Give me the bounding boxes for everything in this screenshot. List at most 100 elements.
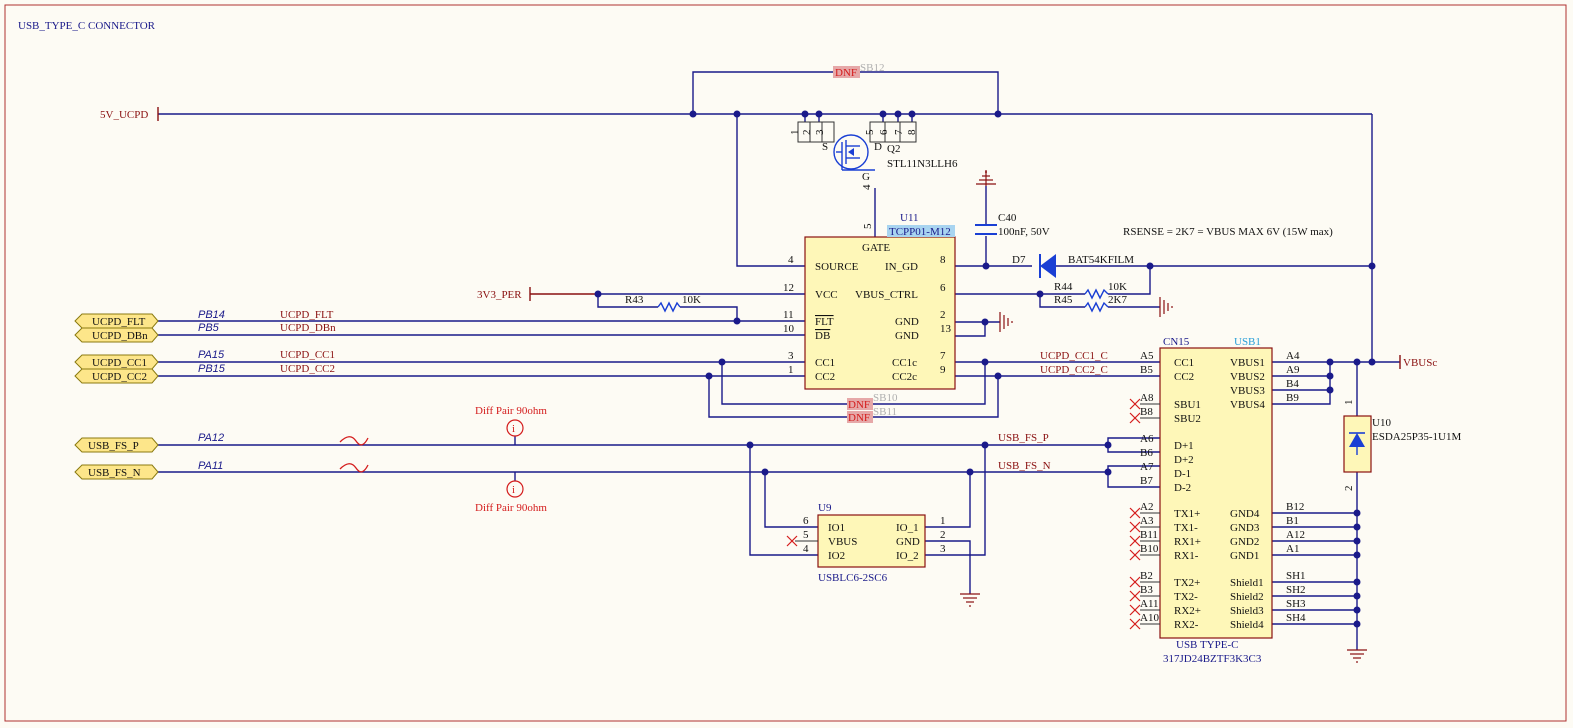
cn15-pin-number: B1	[1286, 515, 1299, 527]
u9-esd-protection: U9 USBLC6-2SC6 IO1 VBUS IO2 IO_1 GND IO_…	[786, 502, 946, 584]
svg-text:2: 2	[1343, 486, 1355, 492]
cn15-pin-number: A7	[1140, 461, 1154, 473]
cn15-pin-number: A9	[1286, 364, 1300, 376]
svg-text:USB_FS_P: USB_FS_P	[88, 440, 139, 452]
svg-text:VBUS: VBUS	[828, 536, 857, 548]
svg-text:USBLC6-2SC6: USBLC6-2SC6	[818, 572, 888, 584]
cn15-pin-number: SH3	[1286, 598, 1306, 610]
d7-diode: D7 BAT54KFILM	[1012, 254, 1134, 278]
svg-text:1: 1	[940, 515, 946, 527]
svg-text:317JD24BZTF3K3C3: 317JD24BZTF3K3C3	[1163, 653, 1262, 665]
svg-text:IN_GD: IN_GD	[885, 261, 918, 273]
svg-text:DNF: DNF	[848, 412, 870, 424]
svg-text:2: 2	[940, 309, 946, 321]
svg-text:8: 8	[906, 129, 918, 135]
svg-text:CC2: CC2	[815, 371, 835, 383]
c40-capacitor: C40 100nF, 50V	[975, 212, 1050, 238]
svg-text:GND: GND	[895, 330, 919, 342]
cn15-pin-name: RX2-	[1174, 619, 1199, 631]
svg-text:VCC: VCC	[815, 289, 838, 301]
power-port-vbusc: VBUSc	[1399, 355, 1437, 369]
svg-text:DNF: DNF	[835, 67, 857, 79]
svg-text:IO_1: IO_1	[896, 522, 919, 534]
svg-text:IO2: IO2	[828, 550, 845, 562]
cn15-pin-number: A11	[1140, 598, 1159, 610]
svg-text:2: 2	[801, 130, 813, 136]
cn15-pin-name: GND3	[1230, 522, 1260, 534]
svg-text:CN15: CN15	[1163, 336, 1190, 348]
svg-text:G: G	[862, 171, 870, 183]
svg-text:R43: R43	[625, 294, 644, 306]
cn15-pin-number: B10	[1140, 543, 1159, 555]
svg-text:PA15: PA15	[198, 349, 225, 361]
svg-text:i: i	[512, 484, 515, 496]
svg-text:C40: C40	[998, 212, 1017, 224]
cn15-pin-number: B12	[1286, 501, 1304, 513]
cn15-pin-number: A10	[1140, 612, 1159, 624]
svg-text:11: 11	[783, 309, 794, 321]
svg-text:CC1: CC1	[815, 357, 835, 369]
cn15-pin-number: SH4	[1286, 612, 1306, 624]
cn15-pin-number: A2	[1140, 501, 1153, 513]
q2-mosfet: 1 2 3 5 6 7 8 S D G 4 Q2 STL11N3LLH6	[789, 121, 958, 190]
gnd-icon-usb	[1347, 649, 1367, 663]
cn15-pin-number: A5	[1140, 350, 1154, 362]
port-ucpd-cc1: UCPD_CC1 PA15 UCPD_CC1	[74, 349, 335, 370]
svg-text:STL11N3LLH6: STL11N3LLH6	[887, 158, 958, 170]
svg-text:9: 9	[940, 364, 946, 376]
cn15-pin-name: Shield2	[1230, 591, 1264, 603]
cn15-pin-number: A4	[1286, 350, 1300, 362]
cn15-pin-number: A3	[1140, 515, 1154, 527]
svg-text:10: 10	[783, 323, 795, 335]
power-port-5v: 5V_UCPD	[100, 107, 159, 121]
power-port-3v3: 3V3_PER	[477, 287, 531, 301]
cn15-pin-number: B2	[1140, 570, 1153, 582]
net-label-fs-n: USB_FS_N	[998, 460, 1051, 472]
wires	[158, 71, 1400, 650]
svg-text:GND: GND	[895, 316, 919, 328]
cn15-pin-name: GND2	[1230, 536, 1259, 548]
svg-text:7: 7	[893, 129, 905, 135]
svg-text:IO1: IO1	[828, 522, 845, 534]
svg-text:12: 12	[783, 282, 794, 294]
cn15-pin-number: B5	[1140, 364, 1153, 376]
port-ucpd-flt: UCPD_FLT PB14 UCPD_FLT	[74, 309, 334, 329]
svg-text:R45: R45	[1054, 294, 1073, 306]
svg-text:USB TYPE-C: USB TYPE-C	[1176, 639, 1238, 651]
svg-text:10K: 10K	[1108, 281, 1127, 293]
svg-text:USB1: USB1	[1234, 336, 1261, 348]
cn15-pin-number: B7	[1140, 475, 1153, 487]
cn15-pin-name: VBUS4	[1230, 399, 1265, 411]
u10-tvs: 1 2 U10 ESDA25P35-1U1M	[1343, 400, 1461, 492]
svg-text:R44: R44	[1054, 281, 1073, 293]
svg-text:6: 6	[940, 282, 946, 294]
svg-text:UCPD_DBn: UCPD_DBn	[280, 322, 336, 334]
cn15-pin-name: GND1	[1230, 550, 1259, 562]
cn15-right-pins: A4VBUS1A9VBUS2B4VBUS3B9VBUS4B12GND4B1GND…	[1230, 350, 1306, 631]
svg-text:UCPD_FLT: UCPD_FLT	[92, 316, 146, 328]
cn15-pin-name: Shield4	[1230, 619, 1264, 631]
cn15-pin-name: D-2	[1174, 482, 1191, 494]
svg-text:3: 3	[788, 350, 794, 362]
svg-text:GATE: GATE	[862, 242, 890, 254]
net-label-cc2-c: UCPD_CC2_C	[1040, 364, 1108, 376]
svg-text:PB14: PB14	[198, 309, 225, 321]
u11-tcpp01: U11 TCPP01-M12 GATE 5 SOURCE IN_GD VCC V…	[783, 212, 956, 390]
svg-text:8: 8	[940, 254, 946, 266]
svg-text:2: 2	[940, 529, 946, 541]
svg-text:UCPD_CC1: UCPD_CC1	[280, 349, 335, 361]
svg-text:5: 5	[803, 529, 809, 541]
svg-text:CC2c: CC2c	[892, 371, 917, 383]
junctions	[594, 110, 1376, 628]
gnd-icon-u11	[999, 312, 1013, 332]
svg-text:7: 7	[940, 350, 946, 362]
svg-text:D7: D7	[1012, 254, 1026, 266]
cn15-usb-type-c-connector: CN15 USB1 USB TYPE-C 317JD24BZTF3K3C3 A5…	[1129, 336, 1306, 665]
r43-resistor: R43 10K	[625, 294, 701, 313]
sb10-jumper: DNF SB10	[847, 392, 898, 411]
svg-text:5V_UCPD: 5V_UCPD	[100, 109, 148, 121]
svg-text:UCPD_CC1: UCPD_CC1	[92, 357, 147, 369]
port-usb-fs-p: USB_FS_P PA12	[74, 432, 224, 453]
cn15-pin-name: D-1	[1174, 468, 1191, 480]
